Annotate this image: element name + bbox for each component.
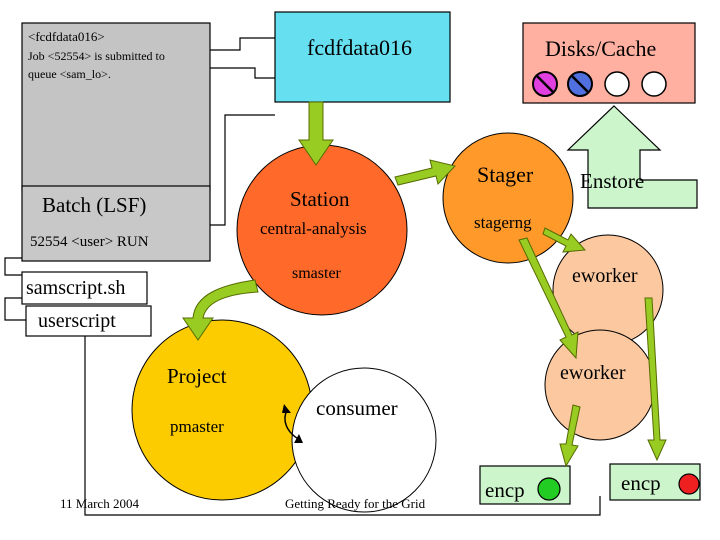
encp-left-label: encp [485, 478, 525, 502]
footer-date: 11 March 2004 [60, 496, 139, 511]
userscript-box [25, 305, 152, 337]
link-arrowhead-bottom [294, 434, 303, 443]
connector-lines [4, 37, 601, 516]
station-process: smaster [292, 265, 341, 282]
footer-title: Getting Ready for the Grid [285, 496, 426, 511]
station-title: Station [290, 187, 350, 211]
batch-label: Batch (LSF) [42, 193, 147, 217]
disks-cache-label: Disks/Cache [545, 36, 657, 61]
terminal-line-3: queue <sam_lo>. [28, 67, 111, 81]
stager-process: stagerng [474, 213, 532, 232]
arrow-stager-to-eworker-bottom [518, 237, 579, 360]
eworker-bottom-circle [544, 329, 656, 441]
consumer-label: consumer [316, 396, 398, 420]
terminal-line-1: <fcdfdata016> [28, 29, 105, 44]
status-light-red-icon [678, 473, 700, 495]
fcdfdata016-node-box [274, 11, 451, 103]
userscript-label: userscript [38, 310, 116, 332]
disk-icons [532, 71, 667, 97]
stager-circle [442, 132, 574, 264]
arrow-stager-to-eworker [542, 227, 587, 253]
enstore-arrow-shape [566, 105, 698, 209]
station-name: central-analysis [260, 219, 367, 238]
encp-right-label: encp [621, 471, 661, 495]
link-arrowhead-top [282, 404, 291, 413]
stager-title: Stager [477, 162, 534, 187]
consumer-circle [291, 367, 437, 513]
arrow-fcdf-to-station [298, 101, 334, 166]
fcdfdata016-label: fcdfdata016 [307, 35, 413, 60]
arrow-eworker-to-encp-right [644, 297, 667, 462]
eworker-bottom-label: eworker [560, 362, 626, 384]
terminal-line-2: Job <52554> is submitted to [28, 49, 165, 63]
project-title: Project [167, 364, 227, 388]
disk-empty-icon-2 [641, 71, 667, 97]
green-arrows [182, 101, 667, 468]
eworker-top-label: eworker [572, 265, 638, 287]
samscript-label: samscript.sh [26, 277, 126, 299]
project-process: pmaster [170, 417, 224, 436]
arrow-station-to-stager [394, 159, 456, 186]
enstore-label: Enstore [580, 169, 645, 193]
samscript-box [21, 271, 148, 305]
arrow-station-to-project [182, 279, 259, 341]
arrow-eworker-to-encp-left [559, 404, 581, 468]
disk-empty-icon-1 [604, 71, 630, 97]
batch-job-line: 52554 <user> RUN [30, 234, 149, 250]
status-light-green-icon [537, 477, 561, 501]
batch-lsf-box [21, 185, 211, 262]
